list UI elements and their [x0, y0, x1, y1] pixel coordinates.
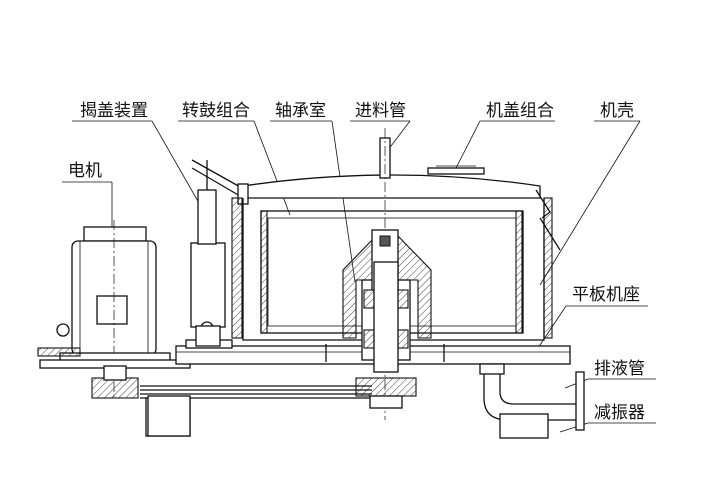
label-bearing-housing: 轴承室	[275, 101, 326, 121]
drain-pipe	[479, 363, 585, 431]
bearing-housing	[342, 229, 432, 373]
label-base-plate: 平板机座	[572, 285, 640, 305]
lid-lifter	[190, 159, 243, 347]
label-damper: 减振器	[594, 403, 645, 423]
label-feed-pipe: 进料管	[355, 101, 406, 121]
label-drain-pipe: 排液管	[594, 359, 645, 379]
label-motor: 电机	[68, 161, 102, 181]
dampers	[147, 395, 549, 439]
motor	[56, 220, 171, 400]
label-drum-assembly: 转鼓组合	[182, 101, 250, 121]
cover-assembly	[237, 165, 541, 205]
spindle-pulley	[325, 344, 445, 409]
label-cover-assembly: 机盖组合	[486, 101, 554, 121]
label-group: 揭盖装置 转鼓组合 轴承室 进料管 机盖组合 机壳 电机 平板机座 排液管 减振…	[62, 101, 656, 424]
label-lid-lifter: 揭盖装置	[80, 101, 148, 121]
label-casing: 机壳	[600, 101, 634, 121]
